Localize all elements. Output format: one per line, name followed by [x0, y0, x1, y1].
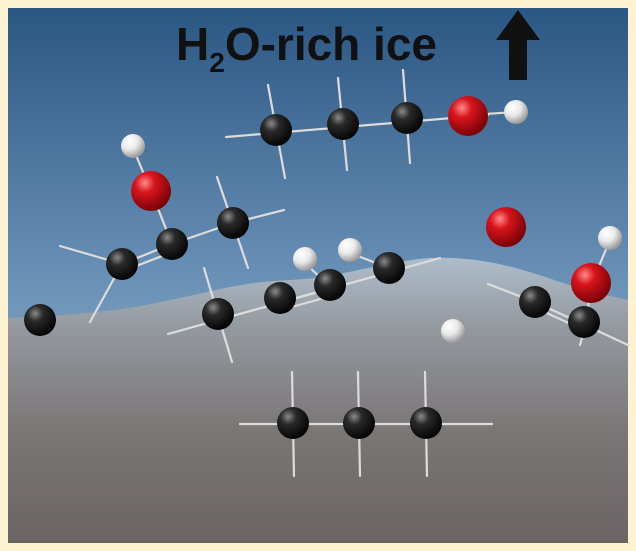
hydrogen-atom	[504, 100, 528, 124]
carbon-atom	[373, 252, 405, 284]
carbon-atom	[343, 407, 375, 439]
carbon-atom	[519, 286, 551, 318]
oxygen-atom	[571, 263, 611, 303]
title-subscript: 2	[209, 47, 225, 78]
carbon-atom	[327, 108, 359, 140]
hydrogen-atom	[338, 238, 362, 262]
up-arrow-icon	[496, 10, 540, 80]
carbon-atom	[314, 269, 346, 301]
hydrogen-atom	[441, 319, 465, 343]
molecular-atoms	[24, 96, 622, 439]
oxygen-atom	[131, 171, 171, 211]
carbon-atom	[264, 282, 296, 314]
hydrogen-atom	[598, 226, 622, 250]
carbon-atom	[202, 298, 234, 330]
carbon-atom	[106, 248, 138, 280]
carbon-atom	[217, 207, 249, 239]
carbon-atom	[391, 102, 423, 134]
oxygen-atom	[448, 96, 488, 136]
carbon-atom	[568, 306, 600, 338]
carbon-atom	[277, 407, 309, 439]
title-label: H2O-rich ice	[176, 18, 438, 78]
oxygen-atom	[486, 207, 526, 247]
carbon-atom	[410, 407, 442, 439]
hydrogen-atom	[293, 247, 317, 271]
carbon-atom	[156, 228, 188, 260]
hydrogen-atom	[121, 134, 145, 158]
carbon-atom	[24, 304, 56, 336]
carbon-atom	[260, 114, 292, 146]
ice-surface	[8, 257, 628, 543]
